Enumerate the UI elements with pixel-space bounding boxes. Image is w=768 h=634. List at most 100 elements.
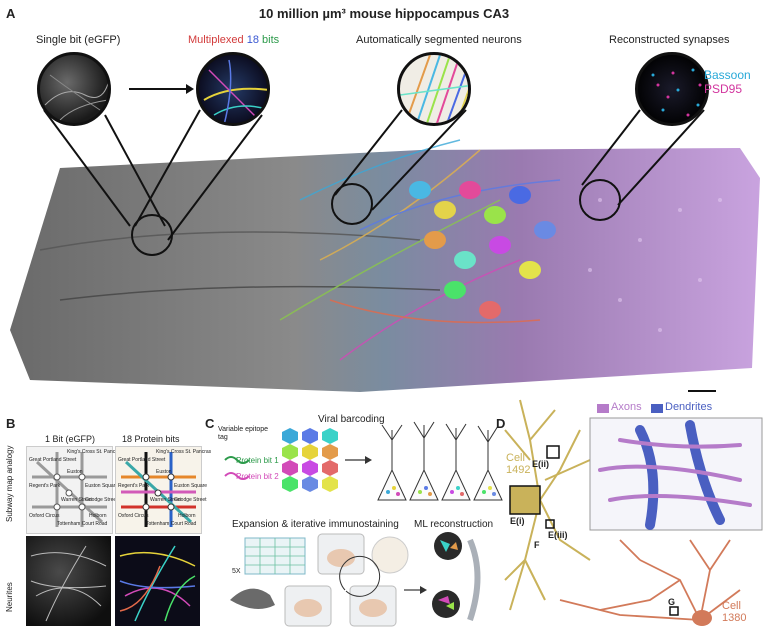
expansion-label: Expansion & iterative immunostaining (232, 519, 399, 530)
segmented-texture (400, 55, 468, 123)
label-e-iii: E(iii) (548, 530, 568, 540)
station-label-goodge-street: Goodge Street (85, 497, 118, 503)
station-label-kings-cross: King's Cross St. Pancras (67, 449, 123, 455)
ml-reconstruction-label: ML reconstruction (414, 519, 494, 530)
protein-bit-2-label: Protein bit 2 (236, 472, 279, 481)
color-station-label-kings-cross: King's Cross St. Pancras (156, 449, 212, 455)
subway-row-label: Subway map analogy (5, 445, 14, 523)
synapses-texture (651, 68, 702, 117)
neurite-strands (39, 139, 561, 361)
segmented-somata (409, 181, 556, 319)
labeled-neurons (377, 421, 503, 501)
multiplexed-number: 18 (246, 34, 259, 46)
ml-arrow-head-icon (420, 586, 427, 594)
station-label-warren-street: Warren Street (61, 497, 92, 503)
cell-1492-morphology (504, 399, 591, 611)
color-station-label-regents-park: Regent's Park (118, 483, 150, 489)
synapses-zoom-circle (635, 52, 709, 126)
color-station-label-tottenham: Tottenham Court Road (146, 521, 197, 527)
hydrogel-mesh (244, 537, 306, 575)
brain-slice-3 (359, 599, 387, 617)
arrow-head-icon (186, 84, 194, 94)
station-label-holborn: Holborn (89, 513, 107, 519)
cell-1380-label: Cell 1380 (722, 600, 747, 624)
brain-slice-card-2 (284, 585, 332, 627)
gray-neurites-image (26, 536, 111, 626)
zoom-lines (43, 109, 705, 241)
station-label-oxford-circus: Oxford Circus (29, 513, 60, 519)
viral-barcoding-label: Viral barcoding (318, 414, 385, 425)
neurites-row-label: Neurites (5, 582, 14, 612)
panel-a-title: 10 million µm³ mouse hippocampus CA3 (258, 6, 510, 21)
color-station-label-holborn: Holborn (178, 513, 196, 519)
roi-g (669, 606, 679, 616)
eighteen-bits-label: 18 Protein bits (122, 434, 180, 444)
volume-block (10, 148, 760, 392)
cell-1492-label: Cell 1492 (506, 452, 531, 476)
hippocampus-volume (10, 109, 760, 392)
axon-renders (598, 438, 752, 507)
roi-e-iii (545, 519, 555, 529)
cell-1380-soma (692, 610, 712, 626)
color-neurite-texture (119, 545, 196, 622)
segmented-zoom-circle (397, 52, 471, 126)
variable-epitope-tag-label: Variable epitope tag (218, 426, 269, 441)
cell-1380-morphology (559, 539, 741, 621)
segmented-label: Automatically segmented neurons (356, 34, 522, 46)
cell-1492-soma-box (509, 485, 541, 515)
axons-dendrites-box (589, 417, 763, 531)
psd95-label: PSD95 (704, 82, 743, 96)
color-station-label-great-portland: Great Portland Street (118, 457, 166, 463)
station-label-euston-square: Euston Square (85, 483, 119, 489)
panel-a-letter: A (6, 6, 16, 21)
egfp-texture (44, 74, 108, 121)
axons-legend-swatch (597, 404, 609, 413)
dendrites-legend-swatch (651, 404, 663, 413)
panel-d-letter: D (496, 416, 506, 431)
one-bit-label: 1 Bit (eGFP) (45, 434, 96, 444)
egfp-roi-circle (131, 214, 173, 256)
gray-neurite-texture (30, 545, 107, 622)
multiplexed-zoom-circle (196, 52, 270, 126)
multiplexed-word: Multiplexed (188, 34, 244, 46)
station-label-euston: Euston (67, 469, 83, 475)
roi-e-ii (546, 445, 560, 459)
color-station-label-euston: Euston (156, 469, 172, 475)
label-f: F (534, 540, 540, 550)
arrow-shaft (129, 88, 189, 90)
panel-b-letter: B (6, 416, 16, 431)
gray-subway-map: Great Portland Street King's Cross St. P… (26, 446, 122, 534)
label-e-ii: E(ii) (532, 459, 549, 469)
color-station-label-oxford-circus: Oxford Circus (118, 513, 149, 519)
brain-slice-card-1 (317, 533, 365, 575)
hydrogel-mesh-lines (245, 538, 305, 574)
brain-slice-1 (327, 549, 355, 567)
ml-patch-2 (432, 590, 460, 618)
color-subway-lines (121, 452, 196, 527)
gray-subway-lines (32, 452, 107, 527)
color-station-label-euston-square: Euston Square (174, 483, 208, 489)
color-neurites-image (115, 536, 200, 626)
segmented-roi-circle (331, 183, 373, 225)
axons-legend-label: Axons (611, 401, 642, 413)
multiplexed-label: Multiplexed 18 bits (188, 34, 279, 46)
station-label-regents-park: Regent's Park (29, 483, 61, 489)
protein-bit-1-label: Protein bit 1 (236, 456, 279, 465)
station-label-great-portland: Great Portland Street (29, 457, 77, 463)
brain-slice-card-3 (349, 585, 397, 627)
egfp-zoom-circle (37, 52, 111, 126)
multiplexed-bits: bits (262, 34, 280, 46)
bassoon-label: Bassoon (704, 68, 751, 82)
mouse-icon (230, 588, 275, 609)
neuron-barcode-dots (386, 486, 496, 496)
brain-slice-2 (294, 599, 322, 617)
color-station-label-goodge-street: Goodge Street (174, 497, 207, 503)
zoomed-slice-circle (371, 536, 409, 574)
iterative-cycle-arrow (339, 555, 381, 597)
panel-c-letter: C (205, 416, 215, 431)
single-bit-label: Single bit (eGFP) (36, 34, 121, 46)
label-g: G (668, 597, 676, 607)
synapse-speckle (588, 198, 722, 332)
expansion-factor-label: 5X (232, 568, 241, 575)
color-subway-map: Great Portland Street King's Cross St. P… (115, 446, 211, 534)
